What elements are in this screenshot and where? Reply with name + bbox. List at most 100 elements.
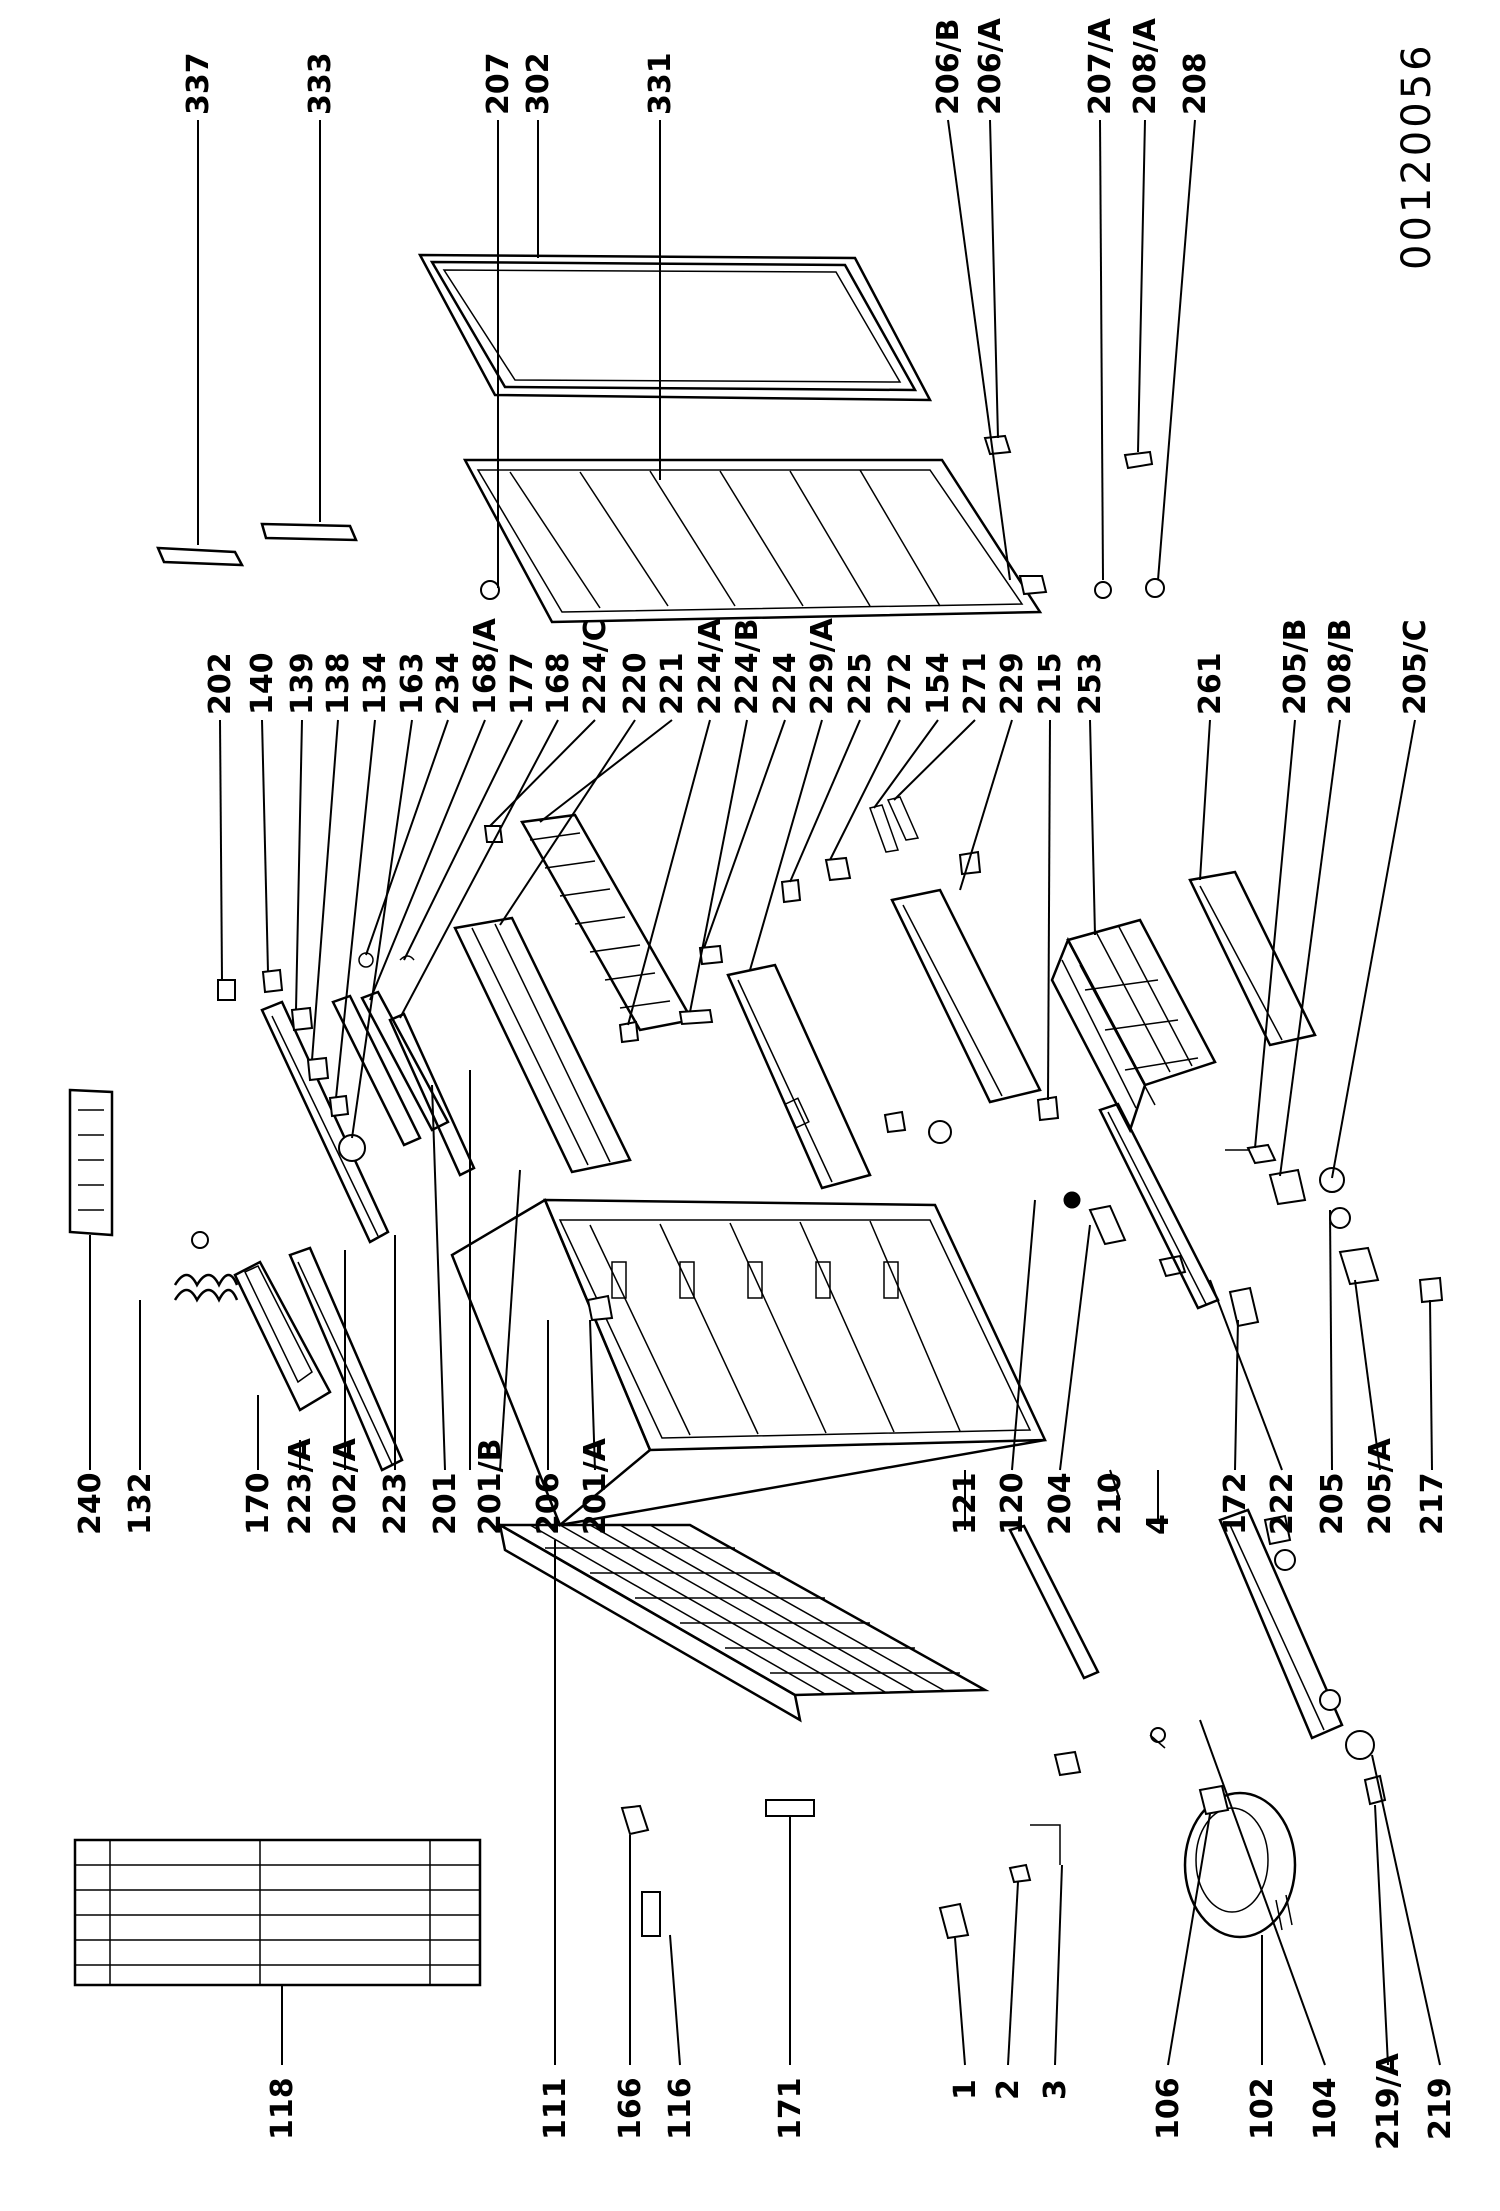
label-210: 210 <box>1093 1472 1128 1535</box>
label-222: 222 <box>1265 1472 1300 1535</box>
label-168A: 168/A <box>468 617 503 715</box>
grid-240 <box>68 1088 114 1237</box>
hinge-cover-337 <box>156 546 245 567</box>
parts-1-2-3 <box>938 1750 1082 1940</box>
label-116: 116 <box>663 2077 698 2140</box>
label-223A: 223/A <box>283 1437 318 1535</box>
label-1: 1 <box>948 2079 983 2100</box>
label-140: 140 <box>245 652 280 715</box>
label-106: 106 <box>1151 2077 1186 2140</box>
feet-205 <box>1225 1143 1444 1304</box>
drawer-front-229 <box>890 850 1042 1104</box>
label-337: 337 <box>181 52 216 115</box>
wire-basket-253 <box>1050 918 1217 1134</box>
label-205C: 205/C <box>1398 619 1433 715</box>
label-139: 139 <box>285 652 320 715</box>
tray-261 <box>1188 870 1317 1047</box>
rod-210 <box>1008 1524 1166 1749</box>
label-205B: 205/B <box>1278 619 1313 715</box>
label-3: 3 <box>1038 2079 1073 2100</box>
label-206A: 206/A <box>973 17 1008 115</box>
control-strip-223 <box>260 1000 390 1244</box>
label-229: 229 <box>995 652 1030 715</box>
label-331: 331 <box>643 52 678 115</box>
label-224C: 224/C <box>578 619 613 715</box>
label-215: 215 <box>1033 652 1068 715</box>
label-207A: 207/A <box>1083 17 1118 115</box>
strips-234-168 <box>331 952 476 1177</box>
label-132: 132 <box>123 1472 158 1535</box>
label-177: 177 <box>505 652 540 715</box>
label-171: 171 <box>773 2077 808 2140</box>
label-253: 253 <box>1073 652 1108 715</box>
label-206: 206 <box>531 1472 566 1535</box>
door-gasket-302 <box>417 253 933 402</box>
base-plate-104 <box>1218 1508 1344 1740</box>
door-panel-331 <box>462 458 1043 624</box>
shelf-220 <box>453 916 632 1174</box>
cabinet-body-121 <box>450 1198 1047 1528</box>
label-217: 217 <box>1415 1472 1450 1535</box>
label-120: 120 <box>995 1472 1030 1535</box>
label-204: 204 <box>1043 1472 1078 1535</box>
label-134: 134 <box>358 652 393 715</box>
parts-166-116-171 <box>620 1799 815 1937</box>
label-118: 118 <box>265 2077 300 2140</box>
label-221: 221 <box>655 652 690 715</box>
hinge-cover-333 <box>260 522 358 542</box>
label-208: 208 <box>1178 52 1213 115</box>
drawer-front-229A <box>726 963 872 1190</box>
label-224: 224 <box>768 652 803 715</box>
label-201A: 201/A <box>578 1437 613 1535</box>
label-201: 201 <box>428 1472 463 1535</box>
label-229A: 229/A <box>805 617 840 715</box>
spring-132 <box>173 1231 239 1303</box>
bottom-strip-222 <box>1098 1102 1220 1310</box>
label-205A: 205/A <box>1363 1437 1398 1535</box>
label-224B: 224/B <box>730 619 765 715</box>
label-170: 170 <box>241 1472 276 1535</box>
label-271: 271 <box>958 652 993 715</box>
label-261: 261 <box>1193 652 1228 715</box>
label-225: 225 <box>843 652 878 715</box>
leader-lines <box>89 119 1441 2066</box>
label-201B: 201/B <box>473 1439 508 1535</box>
label-302: 302 <box>521 52 556 115</box>
label-205: 205 <box>1315 1472 1350 1535</box>
label-4: 4 <box>1141 1514 1176 1535</box>
clips-224 <box>483 825 724 1044</box>
label-220: 220 <box>618 652 653 715</box>
label-104: 104 <box>1308 2077 1343 2140</box>
housing-170 <box>233 1260 332 1412</box>
label-138: 138 <box>321 652 356 715</box>
feet-219 <box>1345 1730 1387 1806</box>
shelf-grid-221 <box>519 813 694 1032</box>
label-240: 240 <box>73 1472 108 1535</box>
bracket-172 <box>1228 1286 1260 1328</box>
relay-106 <box>1198 1784 1230 1816</box>
label-224A: 224/A <box>693 617 728 715</box>
label-202A: 202/A <box>328 1437 363 1535</box>
label-223: 223 <box>378 1472 413 1535</box>
hinge-parts-right <box>480 434 1165 600</box>
label-163: 163 <box>395 652 430 715</box>
label-219A: 219/A <box>1371 2052 1406 2150</box>
label-234: 234 <box>431 652 466 715</box>
parts-225-272 <box>780 796 920 904</box>
label-208B: 208/B <box>1323 619 1358 715</box>
label-172: 172 <box>1218 1472 1253 1535</box>
label-121: 121 <box>948 1472 983 1535</box>
label-333: 333 <box>303 52 338 115</box>
label-102: 102 <box>1245 2077 1280 2140</box>
clips-215 <box>883 1095 1060 1144</box>
label-207: 207 <box>481 52 516 115</box>
condenser-111 <box>495 1522 990 1723</box>
label-202: 202 <box>203 652 238 715</box>
label-166: 166 <box>613 2077 648 2140</box>
back-grid-118 <box>73 1838 482 1987</box>
label-2: 2 <box>991 2079 1026 2100</box>
parts-120-204 <box>1063 1191 1187 1278</box>
label-206B: 206/B <box>931 19 966 115</box>
label-272: 272 <box>883 652 918 715</box>
